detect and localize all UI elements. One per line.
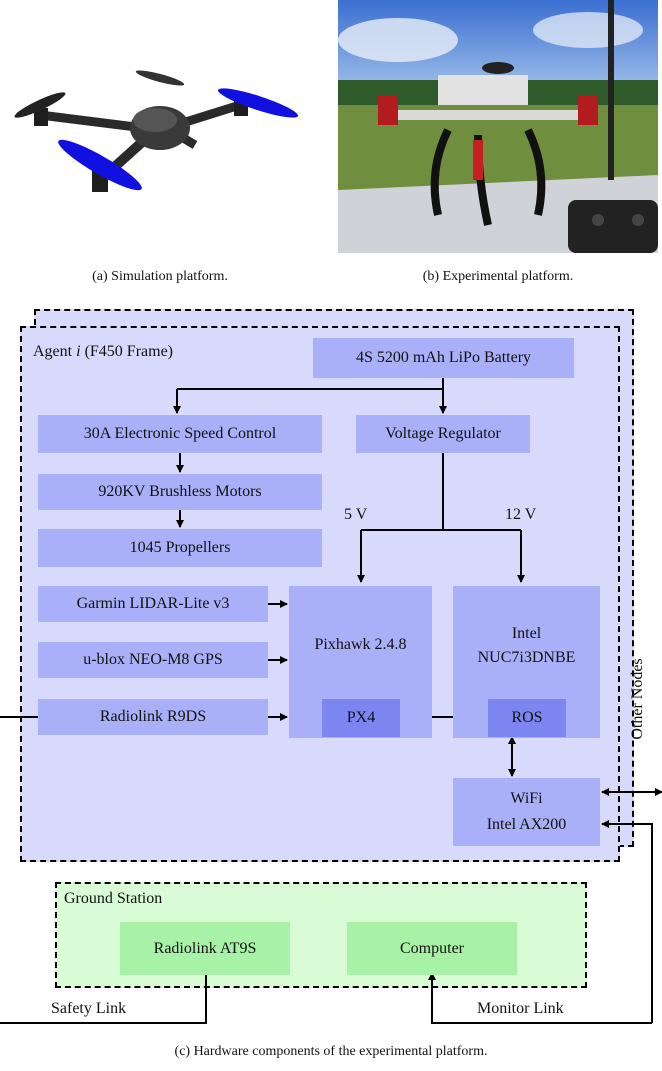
agent-label-suffix: (F450 Frame) [80, 343, 173, 360]
ros-box: ROS [488, 699, 566, 737]
agent-label: Agent i (F450 Frame) [33, 343, 173, 361]
intel-line2: NUC7i3DNBE [477, 649, 576, 666]
simulation-platform-image [0, 60, 310, 210]
ground-station-label: Ground Station [64, 890, 163, 907]
caption-a: (a) Simulation platform. [92, 269, 228, 284]
agent-label-prefix: Agent [33, 343, 77, 360]
photo-scene-icon [338, 0, 658, 253]
esc-box: 30A Electronic Speed Control [38, 415, 322, 453]
radio-receiver-box: Radiolink R9DS [38, 699, 268, 735]
caption-c: (c) Hardware components of the experimen… [174, 1044, 488, 1059]
voltage-regulator-box: Voltage Regulator [356, 415, 530, 453]
radio-transmitter-box: Radiolink AT9S [120, 922, 290, 975]
caption-b: (b) Experimental platform. [422, 269, 574, 284]
px4-box: PX4 [322, 699, 400, 737]
twelve-volt-label: 12 V [505, 506, 537, 523]
quadrotor-render-icon [14, 70, 299, 192]
motors-box: 920KV Brushless Motors [38, 474, 322, 510]
other-nodes-label: Other Nodes [629, 658, 646, 740]
computer-box: Computer [347, 922, 517, 975]
wifi-line1: WiFi [510, 790, 543, 807]
wifi-line2: Intel AX200 [486, 816, 567, 833]
battery-box: 4S 5200 mAh LiPo Battery [313, 338, 574, 378]
five-volt-label: 5 V [344, 506, 368, 523]
safety-link-label: Safety Link [51, 1000, 127, 1017]
pixhawk-label: Pixhawk 2.4.8 [314, 636, 407, 653]
intel-line1: Intel [511, 625, 542, 642]
experimental-platform-photo [338, 0, 658, 253]
gps-box: u-blox NEO-M8 GPS [38, 642, 268, 678]
wifi-box: WiFi Intel AX200 [453, 778, 600, 846]
lidar-box: Garmin LIDAR-Lite v3 [38, 586, 268, 622]
propellers-box: 1045 Propellers [38, 529, 322, 567]
monitor-link-label: Monitor Link [477, 1000, 564, 1017]
agent-label-var: i [76, 343, 81, 360]
